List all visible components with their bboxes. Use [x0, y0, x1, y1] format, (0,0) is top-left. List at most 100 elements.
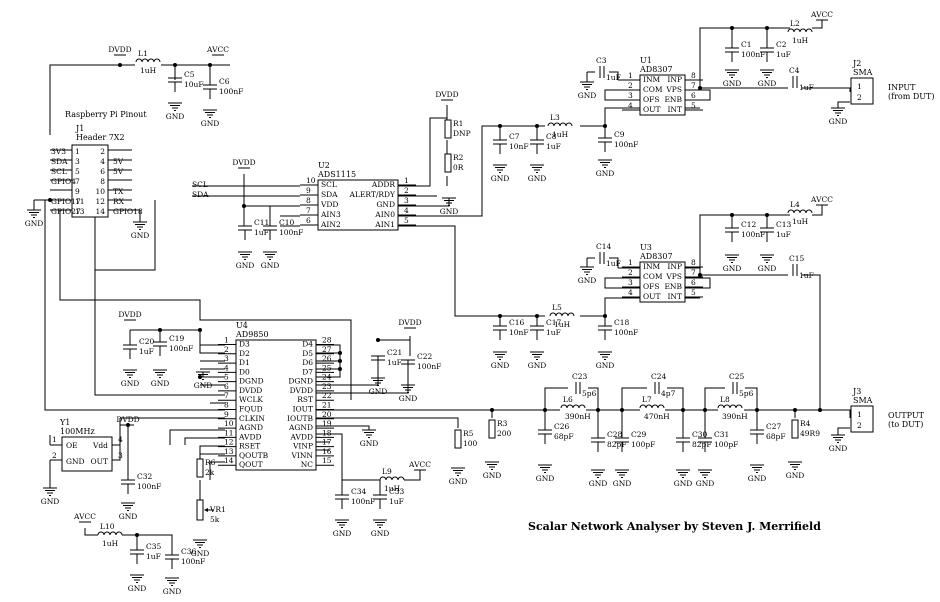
ic-pin-number: 9: [224, 410, 229, 419]
oscillator-ref: Y1: [59, 418, 70, 427]
resistor-value: 100: [463, 439, 478, 448]
ic-pin-name: OFS: [643, 95, 660, 104]
inductor-value: 1uH: [792, 217, 809, 226]
wire-layer: [33, 20, 851, 569]
component-layer: [27, 19, 874, 586]
capacitor-value: 100nF: [279, 228, 303, 237]
ground-label: GND: [121, 379, 140, 388]
ground-label: GND: [578, 91, 597, 100]
ic-pin-name: AGND: [238, 423, 263, 432]
capacitor-ref: C1: [741, 40, 752, 49]
capacitor-value: 100pF: [631, 440, 655, 449]
inductor-coil: [135, 58, 161, 63]
wire: [398, 125, 545, 217]
ic-pin-name: D3: [239, 340, 250, 349]
ic-pin-number: 7: [691, 268, 696, 277]
junction-dot: [338, 367, 342, 371]
ic-pin-name: FQUD: [239, 405, 263, 414]
ic-pin-number: 25: [322, 363, 332, 372]
ic-pin-number: 4: [224, 363, 229, 372]
ic-pin-number: 22: [322, 391, 332, 400]
ground-label: GND: [333, 529, 352, 538]
power-rail-name: AVCC: [408, 460, 431, 469]
ic-pin-name: AVDD: [238, 432, 262, 441]
oscillator-pin-number: 4: [118, 435, 123, 444]
sma-connector: [850, 405, 874, 433]
connector-pin-number: 1: [857, 410, 862, 419]
sma-connector: [850, 77, 874, 105]
resistor-body: [488, 419, 496, 439]
capacitor-value: 1uF: [146, 552, 161, 561]
ground-label: GND: [758, 79, 777, 88]
ic-pin-name: INP: [667, 262, 682, 271]
junction-dot: [698, 273, 702, 277]
capacitor-value: 100nF: [614, 328, 638, 337]
ic-ref: U2: [318, 161, 330, 170]
ground-label: GND: [491, 174, 510, 183]
ic-part: AD9850: [235, 330, 269, 339]
ic-pin-name: SDA: [321, 190, 338, 199]
connector-pin-number: 2: [857, 93, 862, 102]
inductor-value: 1uH: [102, 539, 119, 548]
oscillator-pin-number: 1: [52, 435, 57, 444]
capacitor-value: 100nF: [741, 50, 765, 59]
inductor-value: 1uH: [554, 320, 571, 329]
ic-pin-name: IOUT: [293, 405, 313, 414]
header-signal: 5V: [113, 157, 124, 166]
wire: [84, 528, 98, 536]
oscillator-y1: [61, 436, 113, 472]
ic-pin-name: OUT: [643, 292, 660, 301]
ic-pin-number: 8: [306, 196, 311, 205]
ic-pin-name: CLKIN: [239, 414, 265, 423]
ic-pin-number: 6: [306, 216, 311, 225]
inductor-ref: L3: [550, 113, 560, 122]
wire: [685, 27, 790, 81]
header-signal: GPIO27: [51, 207, 81, 216]
oscillator-pin-number: 3: [118, 451, 123, 460]
resistor-value: 2k: [205, 468, 215, 477]
wire: [243, 174, 300, 207]
connector-pin-number: 1: [857, 82, 862, 91]
wire: [44, 200, 225, 411]
wire: [685, 214, 790, 269]
ic-pin-name: AIN3: [320, 210, 341, 219]
wire: [209, 461, 225, 480]
resistor-ref: R2: [453, 153, 464, 162]
ic-pin-number: 4: [628, 101, 633, 110]
capacitor-value: 1uF: [546, 328, 561, 337]
ground-label: GND: [829, 117, 848, 126]
ic-part: AD8307: [639, 252, 673, 261]
resistor-ref: R1: [453, 119, 463, 128]
capacitor-value: 1uF: [799, 271, 814, 280]
ic-pin-number: 8: [691, 71, 696, 80]
ground-label: GND: [151, 379, 170, 388]
ic-pin-number: 2: [224, 345, 229, 354]
oscillator-pin-name: OE: [66, 441, 78, 450]
ground-label: GND: [748, 474, 767, 483]
power-rail-name: AVCC: [810, 195, 833, 204]
resistor-ref: R5: [463, 429, 474, 438]
connector-part: SMA: [853, 396, 873, 405]
power-rail-name: DVDD: [232, 158, 255, 167]
ic-pin-number: 7: [224, 391, 229, 400]
ic-u1: [639, 74, 686, 116]
ic-pin-number: 5: [404, 216, 409, 225]
ground-label: GND: [758, 264, 777, 273]
ic-pin-number: 1: [628, 258, 633, 267]
header-signal: GPIO18: [113, 207, 143, 216]
ic-pin-number: 14: [224, 456, 234, 465]
capacitor-ref: C16: [509, 318, 525, 327]
junction-dot: [603, 124, 607, 128]
ic-pin-name: INP: [667, 75, 682, 84]
junction-dot: [543, 408, 547, 412]
junction-dot: [765, 26, 769, 30]
capacitor-ref: C35: [146, 542, 162, 551]
ic-pin-name: ENB: [664, 95, 682, 104]
oscillator-pin-number: 2: [52, 451, 57, 460]
ic-ref: U4: [236, 321, 248, 330]
ic-ref: U1: [640, 56, 652, 65]
ic-u3: [639, 261, 686, 303]
inductor-ref: L6: [563, 395, 573, 404]
ic-pin-number: 10: [306, 176, 316, 185]
